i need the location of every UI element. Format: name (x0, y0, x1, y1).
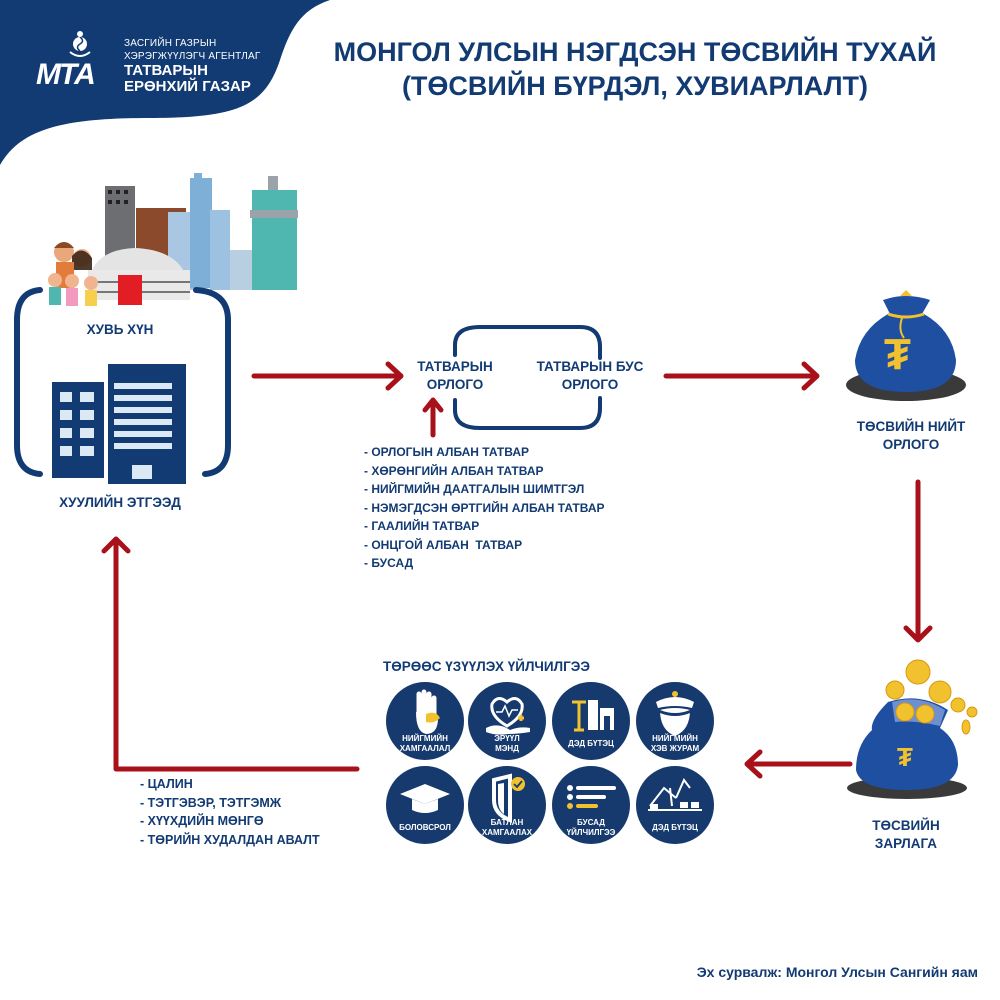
tax-items-list: - ОРЛОГЫН АЛБАН ТАТВАР - ХӨРӨНГИЙН АЛБАН… (364, 443, 605, 573)
label-individual: ХУВЬ ХҮН (86, 322, 154, 337)
title-line1: МОНГОЛ УЛСЫН НЭГДСЭН ТӨСВИЙН ТУХАЙ (333, 37, 937, 67)
service-label-line1: БУСАД (577, 818, 605, 827)
city-skyline-icon (105, 173, 298, 290)
label-legal-entity: ХУУЛИЙН ЭТГЭЭД (59, 495, 181, 510)
list-item: - НЭМЭГДСЭН ӨРТГИЙН АЛБАН ТАТВАР (364, 500, 605, 515)
service-label-line1: НИЙГМИЙН (402, 734, 448, 743)
label-tax-revenue: ТАТВАРЫН ОРЛОГО (395, 358, 515, 394)
list-item: - ГААЛИЙН ТАТВАР (364, 519, 480, 533)
org-line2: ХЭРЭГЖҮҮЛЭГЧ АГЕНТЛАГ (124, 51, 261, 62)
revenue-box-top (453, 325, 602, 360)
logo-letters: МТА (36, 58, 96, 91)
service-label-line2: МЭНД (495, 744, 519, 753)
tax-revenue-line1: ТАТВАРЫН (417, 359, 493, 374)
police-cap-icon (656, 691, 694, 736)
spending-items-list: - ЦАЛИН - ТЭТГЭВЭР, ТЭТГЭМЖ - ХҮҮХДИЙН М… (140, 775, 320, 849)
list-icon (567, 785, 616, 809)
budget-revenue-line2: ОРЛОГО (882, 437, 940, 452)
shield-check-icon (492, 773, 525, 823)
graduation-cap-icon (400, 784, 450, 813)
org-line1: ЗАСГИЙН ГАЗРЫН (124, 38, 217, 49)
service-label-line2: ХАМГААЛАХ (481, 828, 533, 837)
coin-bag-icon (847, 659, 978, 799)
service-label-line1: НИЙГМИЙН (652, 734, 698, 743)
ger-icon (88, 248, 190, 305)
list-item: - ХҮҮХДИЙН МӨНГӨ (140, 814, 264, 828)
service-graduation-cap: БОЛОВСРОЛ (386, 766, 464, 844)
list-item: - ЦАЛИН (140, 777, 193, 791)
health-icon (486, 697, 530, 735)
label-non-tax-revenue: ТАТВАРЫН БУС ОРЛОГО (520, 358, 660, 394)
tugrik-symbol-revenue: ₮ (884, 330, 911, 379)
family-icon (48, 242, 98, 306)
office-building-icon (52, 364, 186, 484)
service-label-line1: ДЭД БҮТЭЦ (652, 823, 698, 832)
org-name2: ЕРӨНХИЙ ГАЗАР (124, 78, 251, 95)
services-title: ТӨРӨӨС ҮЗҮҮЛЭХ ҮЙЛЧИЛГЭЭ (383, 659, 590, 674)
list-item: - ХӨРӨНГИЙН АЛБАН ТАТВАР (364, 463, 544, 478)
sources-bracket-left (14, 287, 43, 477)
service-label-line1: БАТЛАН (490, 818, 524, 827)
list-item: - ОРЛОГЫН АЛБАН ТАТВАР (364, 445, 529, 459)
non-tax-revenue-line1: ТАТВАРЫН БУС (536, 359, 644, 374)
org-logo (40, 28, 120, 88)
revenue-box-bottom (453, 396, 602, 430)
service-label-line2: ХЭВ ЖУРАМ (650, 744, 700, 753)
buildings-icon (572, 700, 614, 732)
list-item: - ТӨРИЙН ХУДАЛДАН АВАЛТ (140, 832, 320, 847)
arrow-services-to-sources (113, 537, 360, 772)
source-note: Эх сурвалж: Монгол Улсын Сангийн яам (696, 964, 978, 980)
list-item: - ТЭТГЭВЭР, ТЭТГЭМЖ (140, 795, 282, 810)
page-title: МОНГОЛ УЛСЫН НЭГДСЭН ТӨСВИЙН ТУХАЙ (ТӨСВ… (270, 35, 1000, 103)
sources-bracket-right (193, 287, 231, 477)
hand-icon (416, 689, 440, 734)
service-label-line1: ЭРҮҮЛ (494, 734, 520, 743)
service-label-line2: ХАМГААЛАЛ (399, 744, 451, 753)
org-name1: ТАТВАРЫН (124, 62, 208, 79)
org-subtitle: ЗАСГИЙН ГАЗРЫН ХЭРЭГЖҮҮЛЭГЧ АГЕНТЛАГ ТАТ… (124, 37, 260, 95)
service-label-line1: ДЭД БҮТЭЦ (568, 739, 614, 748)
label-budget-expense: ТӨСВИЙН ЗАРЛАГА (846, 817, 966, 853)
emblem-icon (69, 31, 91, 57)
flow-arrows (101, 361, 933, 779)
budget-expense-line1: ТӨСВИЙН (872, 818, 940, 833)
tugrik-symbol-expense: ₮ (897, 742, 913, 772)
list-item: - НИЙГМИЙН ДААТГАЛЫН ШИМТГЭЛ (364, 482, 585, 496)
service-label-line1: БОЛОВСРОЛ (399, 823, 451, 832)
non-tax-revenue-line2: ОРЛОГО (561, 377, 619, 392)
list-item: - БУСАД (364, 556, 414, 570)
list-item: - ОНЦГОЙ АЛБАН ТАТВАР (364, 537, 523, 552)
service-buildings: ДЭД БҮТЭЦ (552, 682, 630, 760)
label-budget-revenue: ТӨСВИЙН НИЙТ ОРЛОГО (836, 418, 986, 454)
service-label-line2: ҮЙЛЧИЛГЭЭ (566, 828, 616, 837)
service-industry: ДЭД БҮТЭЦ (636, 766, 714, 844)
budget-expense-line2: ЗАРЛАГА (874, 836, 938, 851)
title-line2: (ТӨСВИЙН БҮРДЭЛ, ХУВИАРЛАЛТ) (401, 71, 869, 101)
tax-revenue-line2: ОРЛОГО (426, 377, 484, 392)
budget-revenue-line1: ТӨСВИЙН НИЙТ (856, 419, 966, 434)
money-bag-icon (846, 290, 966, 401)
industry-icon (648, 778, 702, 811)
